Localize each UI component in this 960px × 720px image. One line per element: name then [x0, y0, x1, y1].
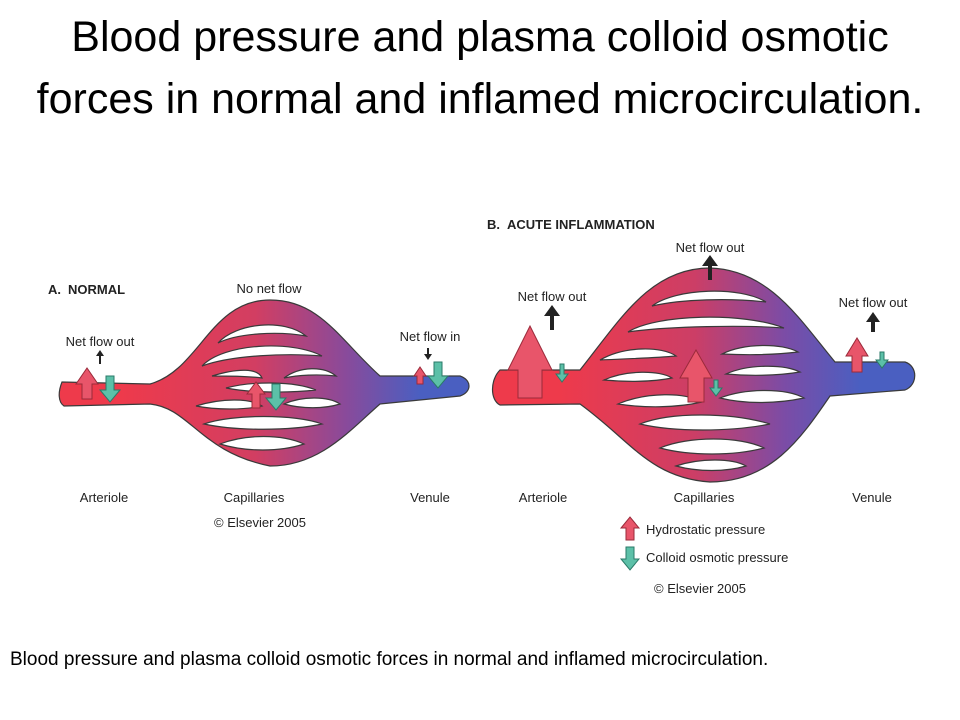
- label-arteriole-inflamed: Arteriole: [519, 490, 567, 505]
- colloid-arrow-capillary-normal: [264, 383, 288, 411]
- legend-hydrostatic-label: Hydrostatic pressure: [646, 522, 765, 537]
- legend-colloid-arrow: [619, 546, 641, 571]
- label-capillaries-normal: Capillaries: [224, 490, 285, 505]
- vessel-network-normal: [58, 299, 470, 467]
- label-venule-normal: Venule: [410, 490, 450, 505]
- label-capillaries-inflamed: Capillaries: [674, 490, 735, 505]
- panel-acute-inflammation: B. ACUTE INFLAMMATION Net flow out Net f…: [487, 217, 916, 596]
- copyright-inflamed: © Elsevier 2005: [654, 581, 746, 596]
- slide-title: Blood pressure and plasma colloid osmoti…: [36, 13, 924, 123]
- label-arteriole-normal: Arteriole: [80, 490, 128, 505]
- hydrostatic-arrow-venule-inflamed: [845, 337, 869, 373]
- flow-label-right-normal: Net flow in: [400, 329, 461, 344]
- colloid-arrow-capillary-inflamed: [709, 379, 723, 397]
- hydrostatic-arrow-arteriole-inflamed: [507, 324, 553, 399]
- panel-a-letter: A.: [48, 282, 61, 297]
- flow-label-center-normal: No net flow: [236, 281, 302, 296]
- hydrostatic-arrow-capillary-normal: [246, 381, 266, 409]
- small-arrow-up-venule-inflamed: [866, 312, 880, 332]
- small-arrow-down-venule-normal: [424, 348, 432, 360]
- hydrostatic-arrow-venule-normal: [413, 366, 427, 385]
- small-arrow-up-arteriole-inflamed: [544, 305, 560, 330]
- flow-label-left-normal: Net flow out: [66, 334, 135, 349]
- legend-colloid-label: Colloid osmotic pressure: [646, 550, 788, 565]
- colloid-arrow-arteriole-normal: [98, 375, 122, 403]
- colloid-arrow-venule-inflamed: [875, 351, 889, 369]
- panel-a-heading: NORMAL: [68, 282, 125, 297]
- small-arrow-up-arteriole-normal: [96, 350, 104, 364]
- colloid-arrow-venule-normal: [426, 361, 450, 389]
- slide-caption: Blood pressure and plasma colloid osmoti…: [10, 649, 769, 670]
- hydrostatic-arrow-arteriole-normal: [75, 367, 99, 400]
- panel-b-heading: ACUTE INFLAMMATION: [507, 217, 655, 232]
- flow-label-left-inflamed: Net flow out: [518, 289, 587, 304]
- copyright-normal: © Elsevier 2005: [214, 515, 306, 530]
- hydrostatic-arrow-capillary-inflamed: [679, 348, 713, 403]
- small-arrow-up-capillary-inflamed: [702, 255, 718, 280]
- flow-label-center-inflamed: Net flow out: [676, 240, 745, 255]
- legend: Hydrostatic pressure Colloid osmotic pre…: [619, 516, 788, 571]
- legend-hydrostatic-arrow: [619, 516, 641, 541]
- panel-b-letter: B.: [487, 217, 500, 232]
- flow-label-right-inflamed: Net flow out: [839, 295, 908, 310]
- colloid-arrow-arteriole-inflamed: [555, 363, 569, 383]
- label-venule-inflamed: Venule: [852, 490, 892, 505]
- panel-normal: A. NORMAL No net flow Net flow out Net f…: [48, 281, 470, 530]
